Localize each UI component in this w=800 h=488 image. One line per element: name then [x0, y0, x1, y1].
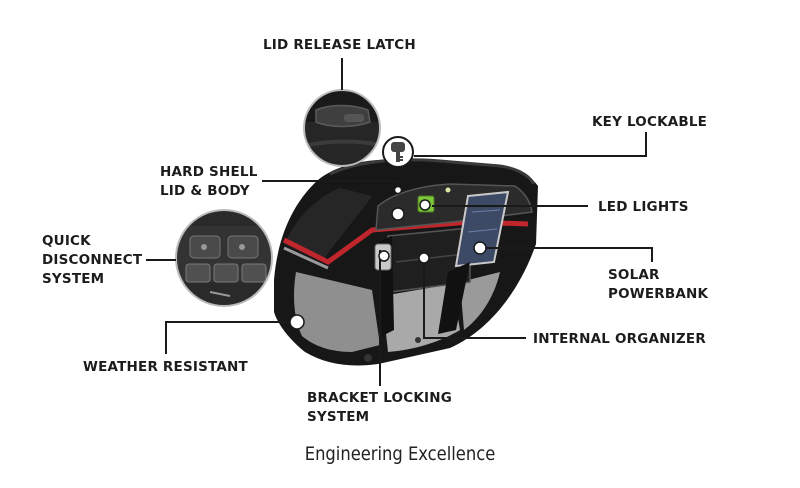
bag-side-panel: [294, 272, 380, 352]
leader-weather-resistant: [165, 321, 290, 354]
label-bracket-locking: BRACKET LOCKING SYSTEM: [307, 389, 452, 427]
label-solar-powerbank-line1: SOLAR: [608, 267, 660, 283]
dot-bracket-locking: [378, 250, 390, 262]
callout-dots: [289, 185, 487, 330]
label-key-lockable: KEY LOCKABLE: [592, 114, 708, 130]
dot-weather-resistant: [289, 314, 305, 330]
saddlebag-illustration: [274, 158, 538, 366]
label-quick-disconnect-line2: DISCONNECT: [42, 252, 143, 268]
label-solar-powerbank-line2: POWERBANK: [608, 286, 709, 302]
label-hard-shell-line2: LID & BODY: [160, 183, 250, 199]
label-quick-disconnect-line3: SYSTEM: [42, 271, 105, 287]
label-hard-shell: HARD SHELL LID & BODY: [160, 163, 258, 201]
label-hard-shell-line1: HARD SHELL: [160, 164, 258, 180]
label-internal-organizer: INTERNAL ORGANIZER: [533, 331, 706, 347]
label-led-lights: LED LIGHTS: [598, 199, 689, 215]
key-icon: [382, 136, 414, 168]
callout-lines: [146, 58, 653, 386]
label-solar-powerbank: SOLAR POWERBANK: [608, 266, 708, 304]
dot-internal-organizer: [418, 252, 430, 264]
dot-led-lights: [419, 199, 431, 211]
leader-key-lockable: [414, 132, 647, 157]
label-quick-disconnect: QUICK DISCONNECT SYSTEM: [42, 232, 142, 289]
label-bracket-locking-line2: SYSTEM: [307, 409, 370, 425]
label-lid-release-latch: LID RELEASE LATCH: [263, 37, 416, 53]
dot-hard-shell: [393, 185, 403, 195]
label-bracket-locking-line1: BRACKET LOCKING: [307, 390, 453, 406]
disconnect-detail-icon: [175, 209, 273, 307]
label-quick-disconnect-line1: QUICK: [42, 233, 91, 249]
leader-internal-organizer: [423, 258, 526, 339]
dot-hard-shell-2: [391, 207, 405, 221]
leader-solar-powerbank: [484, 247, 653, 262]
diagram-caption: Engineering Excellence: [304, 443, 496, 465]
label-weather-resistant: WEATHER RESISTANT: [83, 359, 248, 375]
latch-detail-icon: [303, 89, 381, 167]
dot-solar-powerbank: [473, 241, 487, 255]
